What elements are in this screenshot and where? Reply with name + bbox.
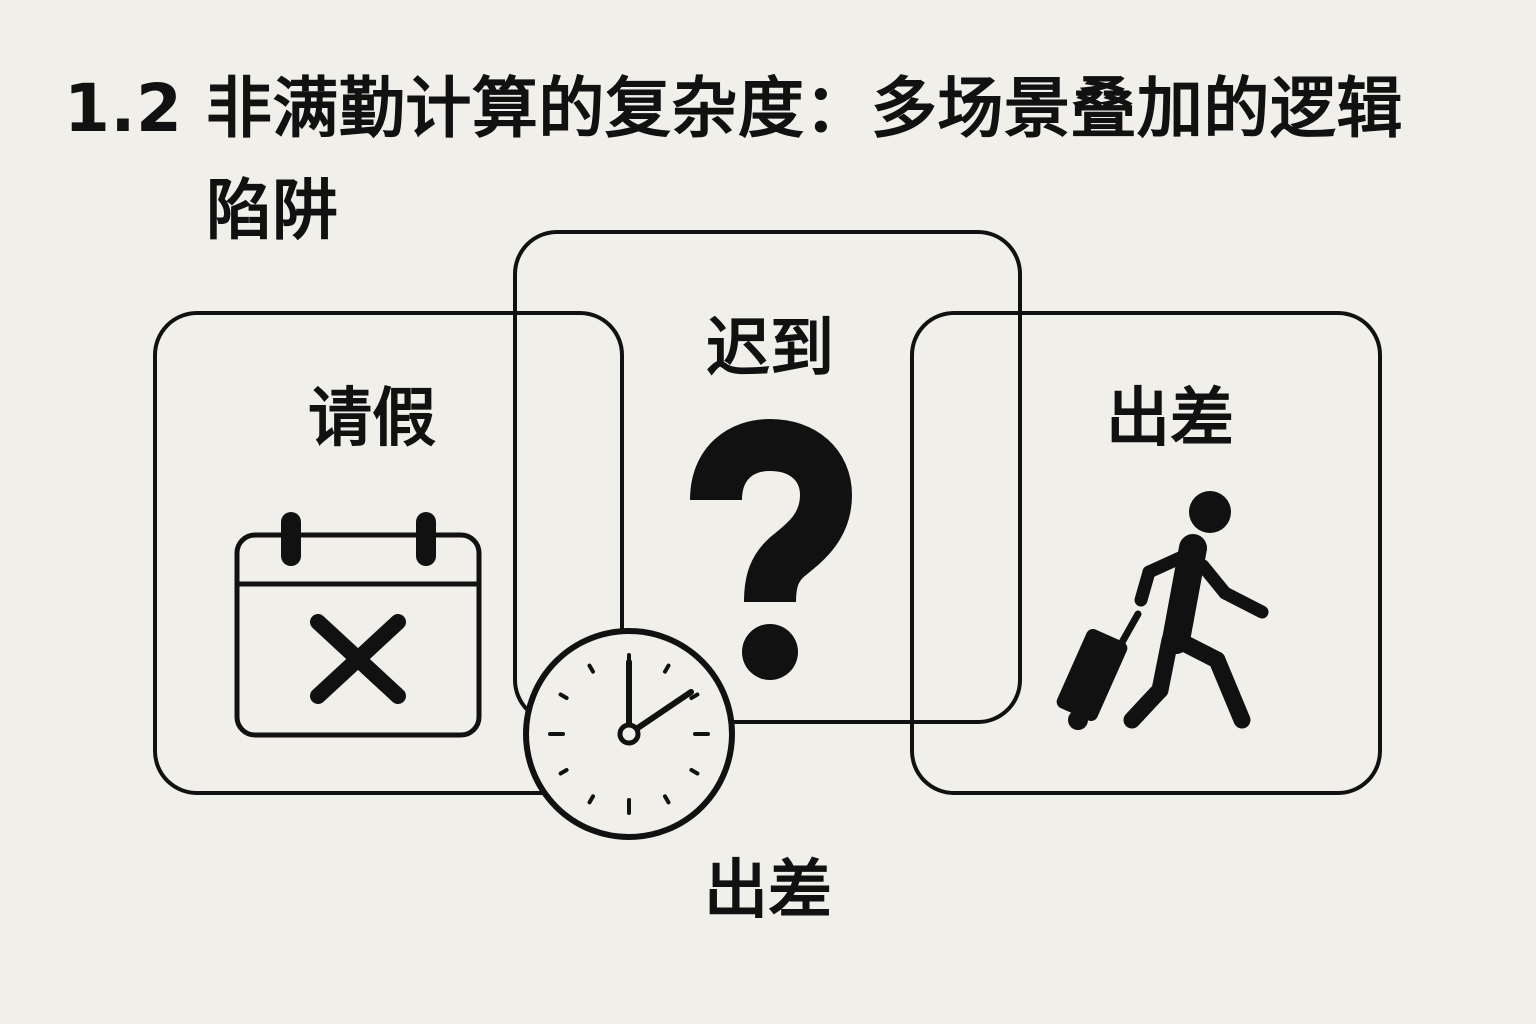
page-title-continuation: 陷阱 (206, 172, 338, 249)
question-mark-icon (690, 418, 853, 680)
business-trip-label: 出差 (1106, 382, 1234, 456)
late-box (513, 230, 1022, 724)
overlap-caption: 出差 (704, 854, 832, 928)
business-trip-box (910, 311, 1382, 795)
calendar-x-icon (234, 512, 482, 738)
traveler-with-luggage-icon (1056, 491, 1269, 730)
page-title: 1.2 非满勤计算的复杂度：多场景叠加的逻辑 (64, 70, 1403, 147)
leave-label: 请假 (308, 382, 436, 456)
leave-box (153, 311, 624, 795)
late-label: 迟到 (706, 312, 834, 386)
clock-icon (523, 628, 735, 840)
